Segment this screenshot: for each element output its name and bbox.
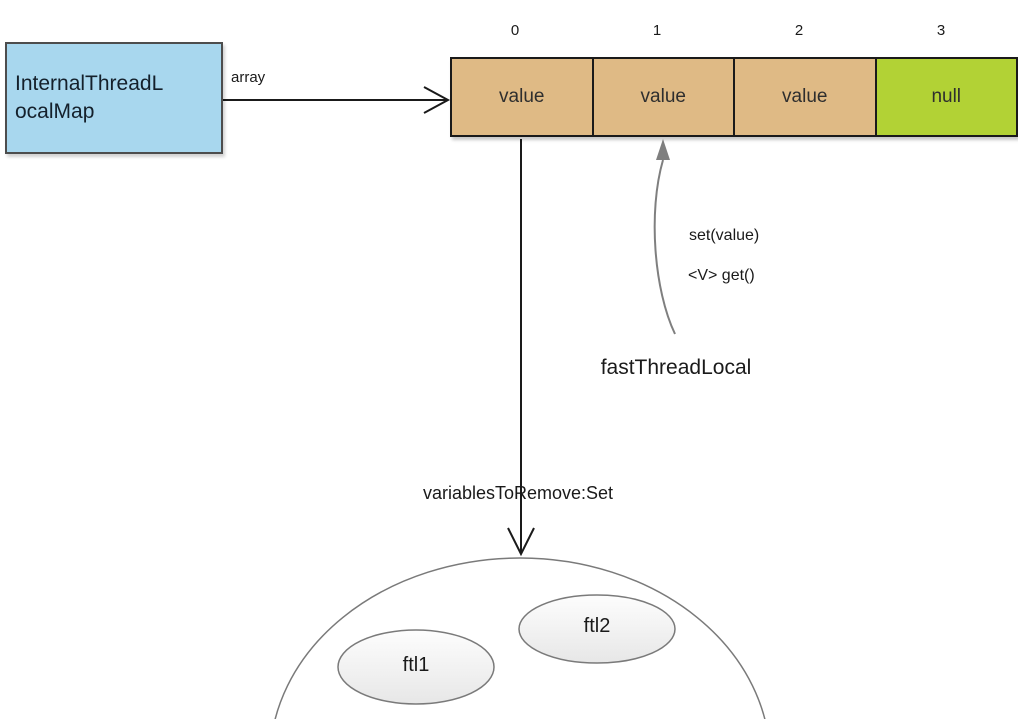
- ftl2-label: ftl2: [583, 615, 611, 637]
- internal-thread-local-map-box: InternalThreadL ocalMap: [5, 42, 223, 154]
- ftl1-ellipse: [337, 629, 495, 705]
- array-index-1: 1: [652, 22, 662, 39]
- array-index-2: 2: [794, 22, 804, 39]
- array-cell-1: value: [593, 59, 735, 135]
- fast-thread-local-arrow: [653, 139, 676, 335]
- array-cell-2: value: [735, 59, 877, 135]
- array-cell-3: null: [876, 59, 1016, 135]
- variables-set-ellipse: [274, 557, 766, 719]
- array-index-3: 3: [936, 22, 946, 39]
- map-box-label-line1: InternalThreadL: [15, 72, 164, 95]
- array-pointer-arrow: [223, 86, 451, 114]
- map-box-label-line2: ocalMap: [15, 100, 95, 123]
- get-method-label: <V> get(): [688, 267, 755, 284]
- fast-thread-local-label: fastThreadLocal: [600, 356, 752, 379]
- ftl2-ellipse: [518, 594, 676, 664]
- set-method-label: set(value): [689, 227, 760, 244]
- array-index-0: 0: [510, 22, 520, 39]
- array-edge-label: array: [231, 69, 266, 86]
- ftl1-label: ftl1: [402, 654, 430, 676]
- variables-to-remove-arrow: [507, 139, 535, 557]
- array-cell-0: value: [452, 59, 594, 135]
- variables-to-remove-label: variablesToRemove:Set: [422, 483, 614, 503]
- thread-local-array: value value value null: [450, 57, 1018, 137]
